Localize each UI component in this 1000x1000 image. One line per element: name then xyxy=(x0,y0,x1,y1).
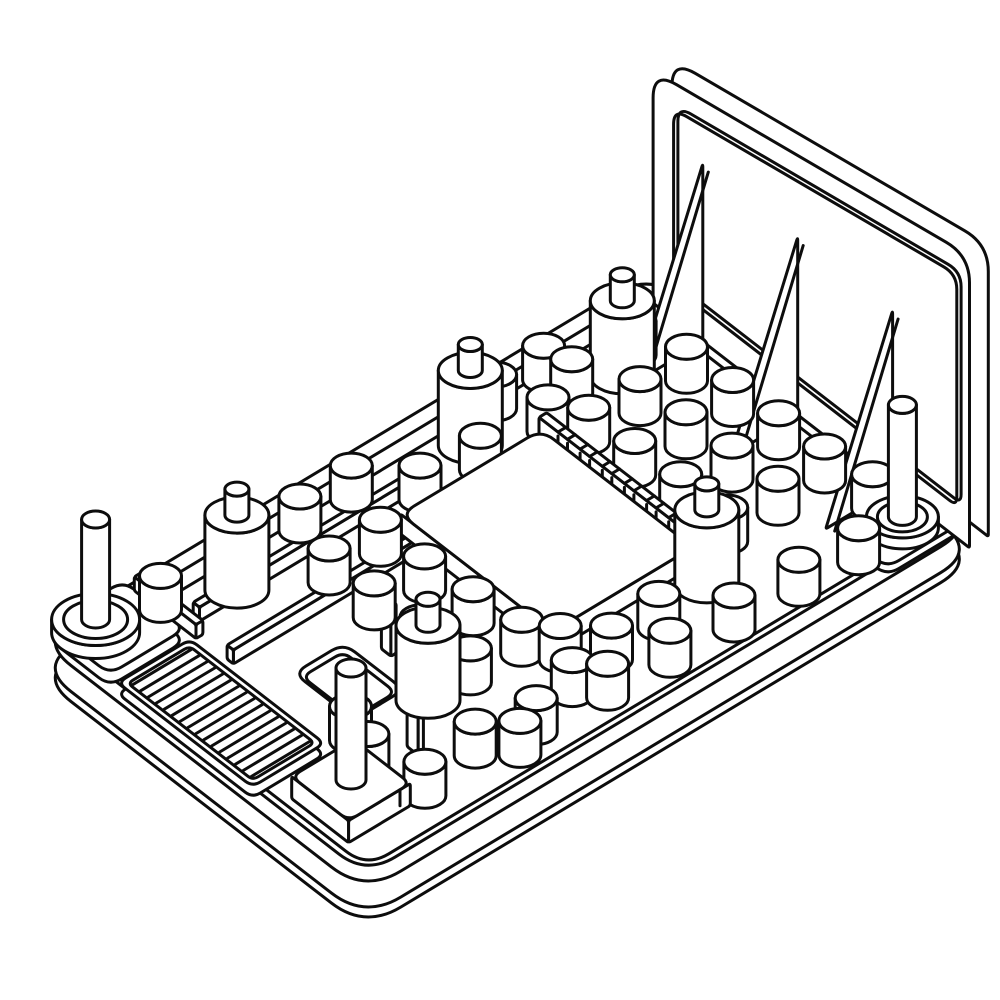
standoff-boss xyxy=(588,266,656,396)
pin-boss xyxy=(802,432,848,495)
standoff-boss xyxy=(673,475,741,605)
pin-boss xyxy=(647,616,693,679)
pin-boss xyxy=(357,505,403,568)
corner-post-right xyxy=(864,394,940,551)
pin-boss xyxy=(836,514,882,577)
pin-boss xyxy=(277,482,323,545)
pin-boss xyxy=(617,365,663,428)
louver-vent xyxy=(120,640,323,797)
pin-boss xyxy=(664,332,709,395)
pin-boss xyxy=(776,545,822,608)
pin-boss xyxy=(499,605,545,668)
pin-boss xyxy=(452,707,498,770)
pin-boss xyxy=(663,398,709,461)
corner-post-left xyxy=(50,509,142,660)
pin-boss xyxy=(585,649,631,712)
pin-boss xyxy=(755,464,801,527)
pin-boss xyxy=(138,561,183,624)
pin-boss xyxy=(306,534,352,597)
pin-boss xyxy=(710,366,756,428)
pin-boss xyxy=(756,399,802,462)
standoff-boss xyxy=(203,480,271,610)
standoff-boss xyxy=(394,590,462,720)
pin-boss xyxy=(497,706,543,769)
pin-boss xyxy=(711,581,757,644)
pedestal-post xyxy=(334,657,368,791)
pin-boss xyxy=(402,542,448,605)
pin-boss xyxy=(328,451,374,514)
pin-boss xyxy=(351,569,397,632)
pin-boss xyxy=(402,747,448,810)
